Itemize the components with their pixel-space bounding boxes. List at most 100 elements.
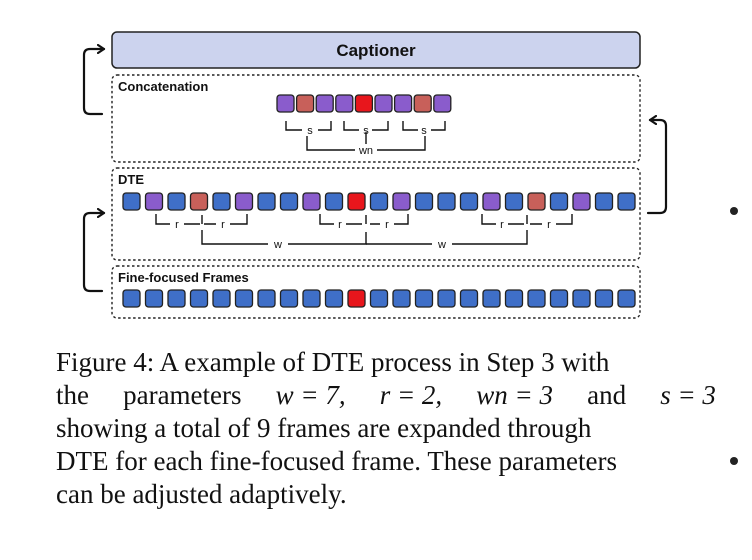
fine-frame-blue [459, 289, 479, 308]
dte-frame-red-bright [347, 192, 366, 211]
dte-frame-purple [302, 192, 321, 211]
dte-r-brackets [155, 214, 573, 245]
fine-frame-blue [279, 289, 299, 308]
fine-frame-blue [504, 289, 524, 308]
caption-word: parameters [123, 380, 242, 410]
concat-frame-purple [276, 94, 295, 113]
concat-frame-purple [374, 94, 393, 113]
dte-r-label-2: r [221, 219, 225, 231]
dte-process-figure: Captioner Concatenation s s s wn DTE [82, 31, 668, 319]
dte-frame-blue [549, 192, 569, 211]
dte-frame-blue [279, 192, 299, 211]
concat-frame-red-muted [413, 94, 432, 113]
dte-frames-row [122, 192, 636, 211]
concat-s-label-1: s [307, 125, 313, 137]
fine-focused-section: Fine-focused Frames [111, 265, 641, 319]
dte-frame-blue [414, 192, 434, 211]
dte-frame-blue [369, 192, 389, 211]
fine-frame-blue [324, 289, 344, 308]
concat-frame-purple [433, 94, 452, 113]
caption-param-w: w = 7, [275, 380, 346, 410]
dte-r-label-5: r [500, 219, 504, 231]
fine-frame-blue [414, 289, 434, 308]
dte-frame-blue [504, 192, 524, 211]
dte-frame-red-muted [527, 192, 546, 211]
fine-frame-blue [144, 289, 164, 308]
fine-frame-blue [549, 289, 569, 308]
concat-frame-purple [335, 94, 354, 113]
bullet-dot-2 [730, 457, 738, 465]
concat-s-label-3: s [421, 125, 427, 137]
concat-frame-red-muted [295, 94, 315, 113]
caption-param-r: r = 2, [379, 380, 443, 410]
fine-frame-blue [234, 289, 254, 308]
fine-frame-red-bright [347, 289, 366, 308]
concatenation-title: Concatenation [118, 79, 208, 94]
concat-s-label-2: s [363, 125, 369, 137]
dte-w-label-2: w [437, 239, 446, 251]
dte-frame-blue [257, 192, 276, 211]
caption-word: and [587, 380, 627, 410]
dte-frame-purple [234, 192, 254, 211]
fine-frame-blue [482, 289, 501, 308]
right-up-arrow [646, 120, 668, 215]
left-up-arrow-bottom [82, 213, 106, 293]
dte-frame-purple [392, 192, 411, 211]
concat-wn-label: wn [358, 145, 373, 157]
fine-frame-blue [437, 289, 456, 308]
concat-s-brackets [285, 121, 446, 151]
dte-r-label-1: r [175, 219, 179, 231]
dte-frame-blue [594, 192, 614, 211]
dte-frame-blue [167, 192, 186, 211]
dte-r-label-3: r [338, 219, 342, 231]
fine-frames-row [122, 289, 636, 308]
fine-frame-blue [594, 289, 614, 308]
captioner-box: Captioner [111, 31, 641, 69]
caption-line-4: DTE for each fine-focused frame. These p… [56, 446, 617, 476]
caption-word: the [56, 380, 89, 410]
fine-frame-blue [617, 289, 636, 308]
fine-focused-title: Fine-focused Frames [118, 270, 249, 285]
caption-line-1: Figure 4: A example of DTE process in St… [56, 347, 610, 377]
dte-frame-blue [617, 192, 636, 211]
fine-frame-blue [167, 289, 186, 308]
fine-frame-blue [392, 289, 411, 308]
fine-frame-blue [212, 289, 231, 308]
concat-frame-purple [393, 94, 413, 113]
caption-param-wn: wn = 3 [476, 380, 554, 410]
flow-arrows [82, 49, 668, 293]
concat-frame-red-bright [354, 94, 374, 113]
concat-frame-purple [315, 94, 334, 113]
dte-section: DTE r r r r r r w w [111, 167, 641, 261]
dte-r-label-6: r [547, 219, 551, 231]
dte-frame-purple [482, 192, 501, 211]
concatenation-section: Concatenation s s s wn [111, 74, 641, 163]
dte-frame-blue [459, 192, 479, 211]
caption-param-s: s = 3 [660, 380, 716, 410]
dte-frame-blue [122, 192, 141, 211]
concat-frames-row [276, 94, 452, 113]
fine-frame-blue [572, 289, 591, 308]
bullet-dot-1 [730, 207, 738, 215]
fine-frame-blue [527, 289, 546, 308]
figure-caption: Figure 4: A example of DTE process in St… [56, 346, 716, 511]
fine-frame-blue [257, 289, 276, 308]
caption-line-5: can be adjusted adaptively. [56, 479, 347, 509]
dte-frame-blue [212, 192, 231, 211]
dte-title: DTE [118, 172, 144, 187]
dte-r-label-4: r [385, 219, 389, 231]
caption-line-2: the parameters w = 7, r = 2, wn = 3 and … [56, 379, 716, 412]
caption-line-3: showing a total of 9 frames are expanded… [56, 413, 592, 443]
left-up-arrow-top [82, 49, 106, 116]
dte-frame-blue [437, 192, 456, 211]
dte-frame-red-muted [189, 192, 209, 211]
dte-frame-purple [144, 192, 164, 211]
fine-frame-blue [302, 289, 321, 308]
fine-frame-blue [122, 289, 141, 308]
dte-frame-blue [324, 192, 344, 211]
fine-frame-blue [189, 289, 209, 308]
captioner-label: Captioner [336, 41, 416, 60]
dte-w-label-1: w [273, 239, 282, 251]
dte-frame-purple [572, 192, 591, 211]
fine-frame-blue [369, 289, 389, 308]
